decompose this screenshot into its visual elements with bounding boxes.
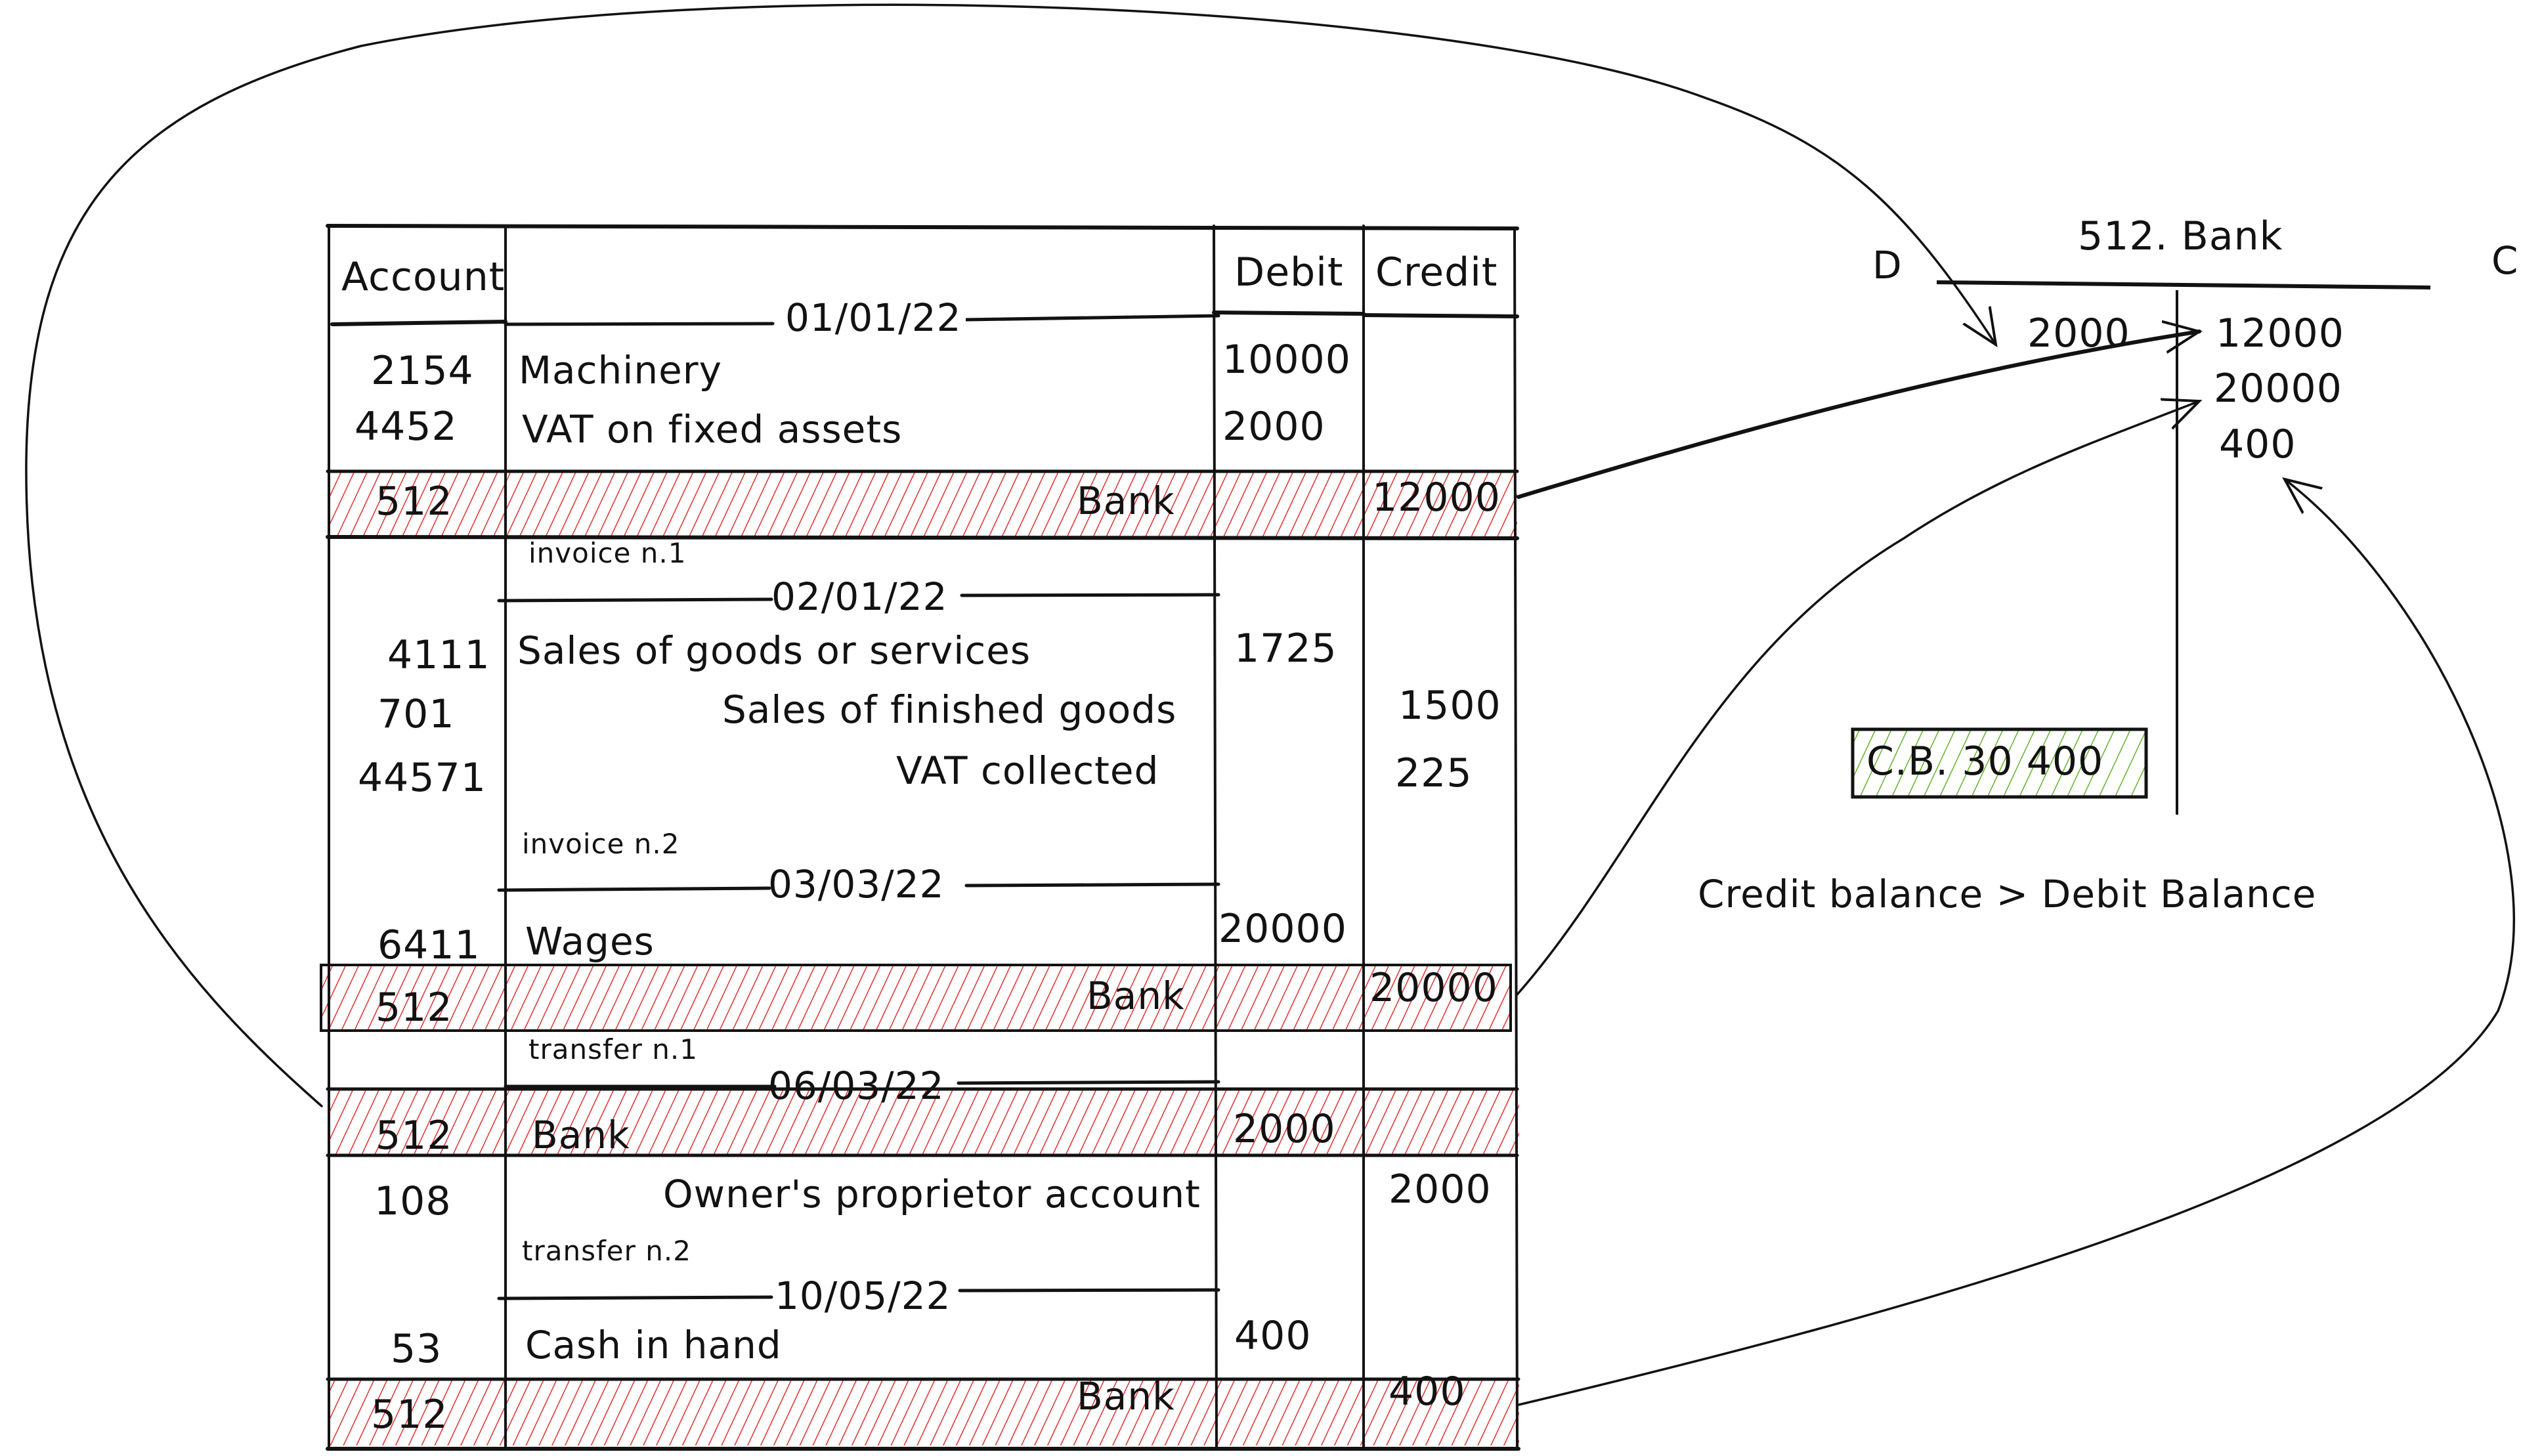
arrow-400 — [1517, 479, 2515, 1406]
t-account-credit-label: C — [2491, 238, 2519, 283]
account-number: 512 — [376, 985, 453, 1031]
connector-arrows — [25, 3, 2515, 1406]
account-label: Machinery — [519, 348, 722, 393]
account-number: 4452 — [355, 404, 458, 450]
t-account-512-bank — [1936, 280, 2431, 815]
highlight-band-2 — [320, 964, 1512, 1032]
entry-note: invoice n.1 — [528, 537, 687, 569]
account-number: 6411 — [377, 922, 481, 968]
highlight-band-4 — [328, 1379, 1519, 1445]
arrow-2000 — [25, 3, 1996, 1107]
closing-balance-box — [1851, 727, 2148, 799]
bank-highlight-bands — [320, 471, 1519, 1445]
debit-amount: 400 — [1234, 1313, 1312, 1359]
account-label: Bank — [532, 1113, 630, 1157]
account-number: 53 — [391, 1326, 442, 1372]
arrow-12000 — [1517, 332, 2199, 499]
account-number: 2154 — [371, 348, 474, 394]
account-label: Bank — [1087, 974, 1185, 1018]
t-account-credit-value: 400 — [2219, 421, 2296, 467]
debit-amount: 10000 — [1222, 337, 1351, 383]
credit-amount: 12000 — [1372, 475, 1501, 521]
account-label: Cash in hand — [525, 1323, 782, 1367]
t-account-debit-value: 2000 — [2027, 310, 2130, 356]
account-number: 701 — [377, 691, 455, 737]
header-credit: Credit — [1375, 249, 1498, 295]
account-number: 44571 — [358, 755, 486, 801]
balance-caption: Credit balance > Debit Balance — [1698, 872, 2317, 916]
header-account: Account — [341, 254, 506, 300]
debit-amount: 2000 — [1233, 1106, 1336, 1152]
credit-amount: 225 — [1395, 750, 1473, 796]
account-label: VAT collected — [896, 748, 1159, 793]
account-label: Owner's proprietor account — [663, 1172, 1201, 1216]
account-number: 512 — [376, 1113, 453, 1159]
credit-amount: 400 — [1389, 1369, 1466, 1415]
highlight-band-1 — [328, 471, 1517, 537]
account-label: Sales of goods or services — [517, 628, 1031, 673]
highlight-band-3 — [328, 1089, 1519, 1155]
account-number: 4111 — [387, 632, 490, 678]
entry-note: transfer n.2 — [522, 1235, 691, 1267]
closing-balance-label: C.B. 30 400 — [1866, 739, 2104, 784]
entry-date: 01/01/22 — [781, 299, 966, 337]
credit-amount: 2000 — [1389, 1167, 1492, 1212]
debit-amount: 2000 — [1222, 404, 1325, 450]
entry-note: transfer n.1 — [528, 1033, 698, 1065]
debit-amount: 20000 — [1218, 906, 1347, 952]
entry-note: invoice n.2 — [522, 828, 680, 860]
account-label: Wages — [525, 919, 655, 964]
entry-date: 02/01/22 — [771, 574, 948, 619]
t-account-credit-value: 20000 — [2214, 366, 2342, 412]
account-number: 512 — [371, 1392, 448, 1438]
account-label: VAT on fixed assets — [522, 407, 903, 452]
journal-table-frame — [326, 224, 1520, 1451]
account-number: 512 — [376, 479, 453, 525]
entry-date: 03/03/22 — [768, 862, 945, 907]
credit-amount: 1500 — [1398, 683, 1501, 729]
account-label: Bank — [1077, 1374, 1175, 1419]
t-account-title: 512. Bank — [2078, 213, 2283, 259]
entry-date: 10/05/22 — [775, 1274, 951, 1318]
credit-amount: 20000 — [1369, 965, 1498, 1011]
header-debit: Debit — [1234, 249, 1344, 295]
account-label: Bank — [1077, 479, 1175, 523]
account-number: 108 — [374, 1178, 452, 1224]
arrow-20000 — [1516, 401, 2199, 996]
t-account-top-line — [1936, 280, 2431, 289]
t-account-debit-label: D — [1872, 243, 1903, 288]
entry-date: 06/03/22 — [768, 1063, 945, 1108]
t-account-credit-value: 12000 — [2216, 310, 2344, 356]
debit-amount: 1725 — [1234, 626, 1337, 672]
account-label: Sales of finished goods — [722, 687, 1177, 732]
